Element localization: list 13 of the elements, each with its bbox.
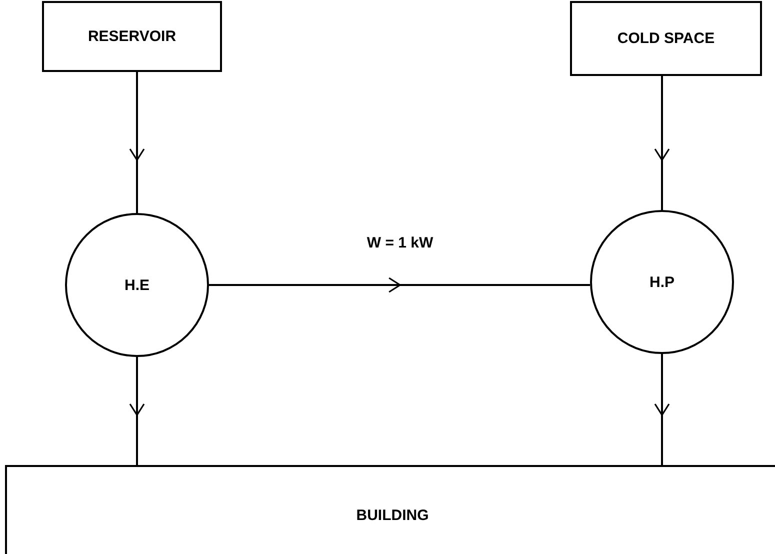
arrow xyxy=(129,72,145,213)
reservoir-box xyxy=(42,1,222,72)
arrow xyxy=(129,357,145,465)
node-label: H.P xyxy=(649,274,674,290)
process-box xyxy=(570,1,762,76)
node-label: BUILDING xyxy=(356,506,429,524)
arrow xyxy=(654,76,670,210)
node-label: RESERVOIR xyxy=(88,28,176,45)
node-label: H.E xyxy=(124,276,150,294)
node-label: COLD SPACE xyxy=(617,30,715,47)
building-box xyxy=(5,465,775,554)
arrow xyxy=(209,277,590,293)
arrow xyxy=(654,354,670,465)
